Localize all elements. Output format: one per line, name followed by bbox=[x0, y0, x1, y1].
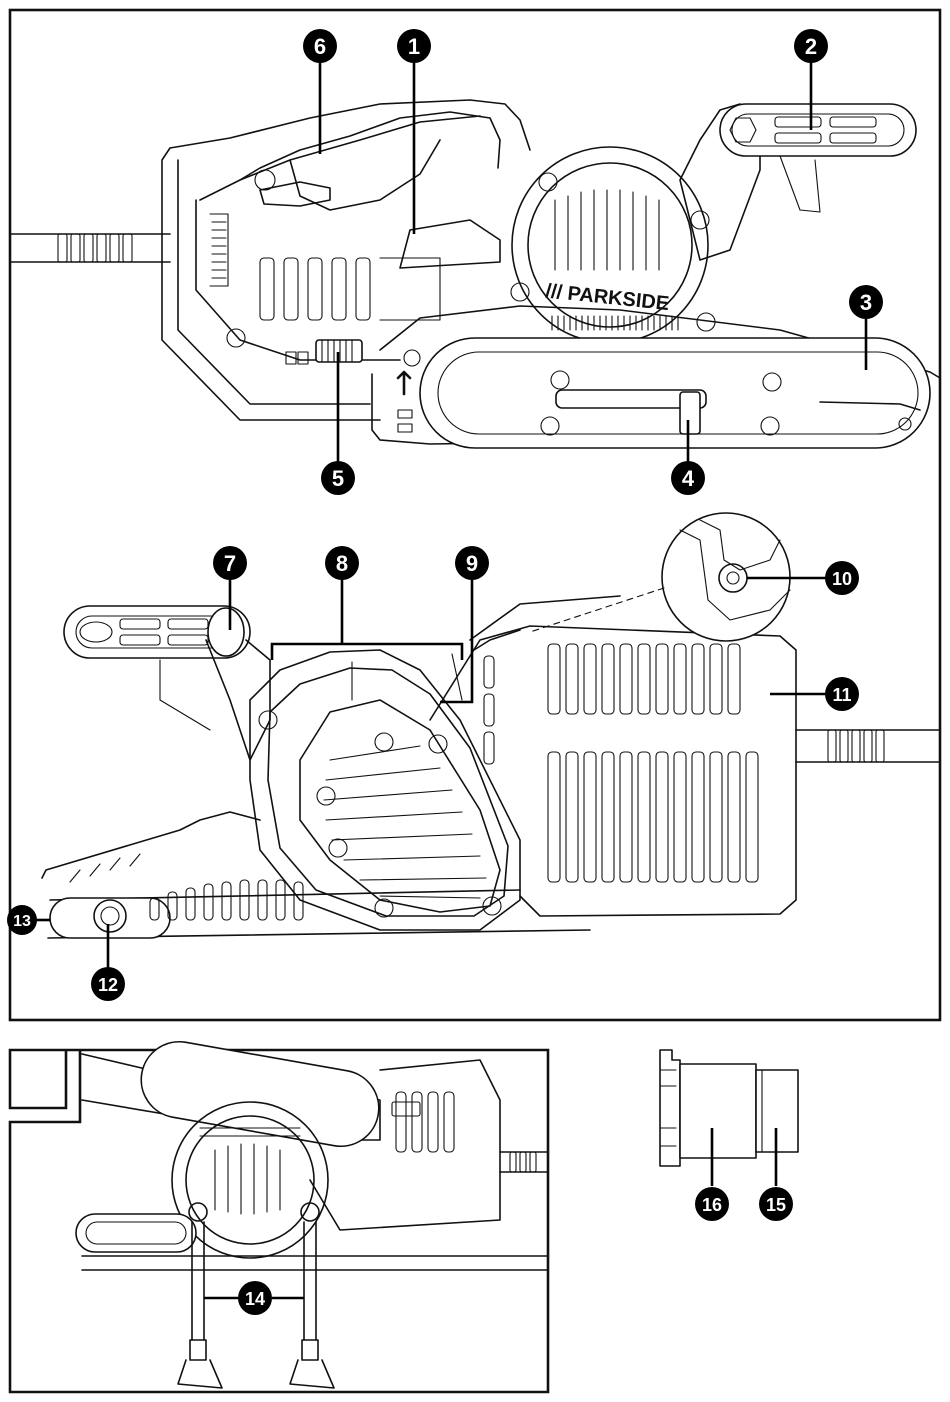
callout-6-badge: 6 bbox=[303, 29, 337, 63]
callout-9-badge: 9 bbox=[455, 546, 489, 580]
callout-11-badge: 11 bbox=[825, 677, 859, 711]
callout-2-badge: 2 bbox=[794, 29, 828, 63]
callout-4-badge: 4 bbox=[671, 461, 705, 495]
callout-9-label: 9 bbox=[466, 551, 478, 576]
callout-5-label: 5 bbox=[332, 466, 344, 491]
sander-bench-mount-view bbox=[76, 1036, 548, 1388]
callout-13-badge: 13 bbox=[7, 905, 37, 935]
callout-16-badge: 16 bbox=[695, 1187, 729, 1221]
callout-12-label: 12 bbox=[98, 975, 118, 995]
detail-magnifier bbox=[530, 513, 826, 641]
callout-6-label: 6 bbox=[314, 34, 326, 59]
part-detail-view bbox=[660, 1050, 798, 1186]
callout-10-label: 10 bbox=[832, 569, 852, 589]
callout-7-badge: 7 bbox=[213, 546, 247, 580]
callout-3-badge: 3 bbox=[849, 285, 883, 319]
callout-14-label: 14 bbox=[245, 1289, 265, 1309]
callout-14-badge: 14 bbox=[238, 1281, 272, 1315]
callout-5-badge: 5 bbox=[321, 461, 355, 495]
panel-top-frame bbox=[10, 10, 940, 1020]
callout-15-label: 15 bbox=[766, 1195, 786, 1215]
callout-16-label: 16 bbox=[702, 1195, 722, 1215]
callout-8-label: 8 bbox=[336, 551, 348, 576]
callout-12-badge: 12 bbox=[91, 967, 125, 1001]
callout-15-badge: 15 bbox=[759, 1187, 793, 1221]
callout-13-label: 13 bbox=[13, 913, 31, 930]
callout-4-label: 4 bbox=[682, 466, 695, 491]
callout-7-label: 7 bbox=[224, 551, 236, 576]
callout-1-label: 1 bbox=[408, 34, 420, 59]
callout-3-label: 3 bbox=[860, 290, 872, 315]
callout-2-label: 2 bbox=[805, 34, 817, 59]
callout-11-label: 11 bbox=[832, 685, 851, 705]
sander-side-view: /// PARKSIDE bbox=[10, 100, 940, 448]
callout-8-badge: 8 bbox=[325, 546, 359, 580]
callout-1-badge: 1 bbox=[397, 29, 431, 63]
sander-reverse-view bbox=[42, 578, 940, 938]
callout-10-badge: 10 bbox=[825, 561, 859, 595]
